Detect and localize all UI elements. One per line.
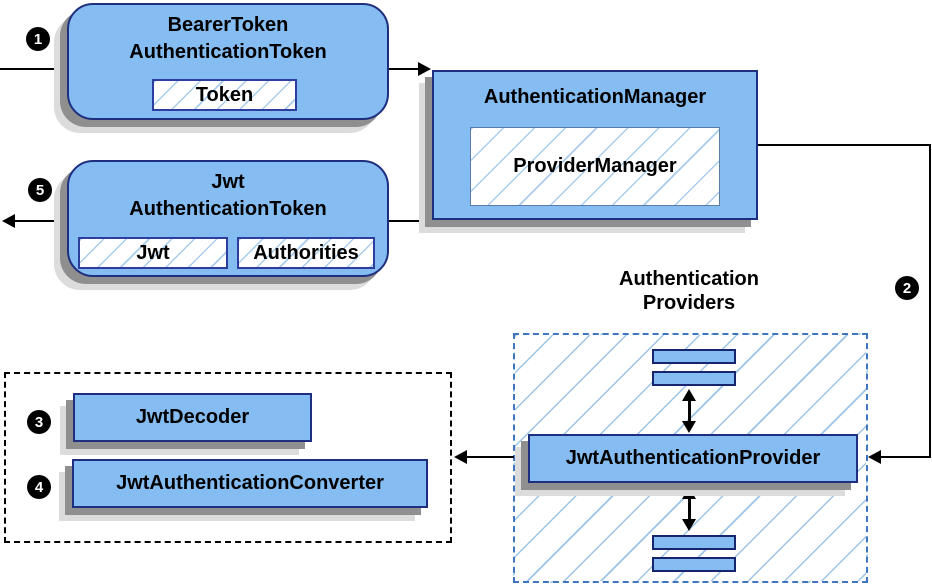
connector-incoming-line bbox=[0, 68, 67, 70]
provider-manager-slot: ProviderManager bbox=[470, 127, 720, 206]
bearer-token-authentication-token-node: BearerToken AuthenticationToken Token bbox=[67, 3, 389, 120]
decoder-converter-group bbox=[4, 372, 452, 543]
authentication-providers-label: Authentication Providers bbox=[589, 267, 789, 315]
arrowhead-to-manager-icon bbox=[418, 62, 431, 76]
bearer-token-title: BearerToken AuthenticationToken bbox=[69, 5, 387, 66]
jwt-authentication-converter-node: JwtAuthenticationConverter bbox=[72, 459, 428, 508]
token-slot: Token bbox=[152, 79, 297, 111]
arrowhead-to-decoder-group-icon bbox=[454, 450, 467, 464]
connector-outgoing-line bbox=[14, 220, 67, 222]
provider-rect-bottom-2 bbox=[652, 557, 736, 572]
connector-provider-to-decoder-line bbox=[467, 456, 514, 458]
connector-right-down-line bbox=[929, 144, 931, 458]
bearer-token-title-line1: BearerToken bbox=[167, 14, 289, 36]
jwt-authentication-token-node: Jwt AuthenticationToken Jwt Authorities bbox=[67, 160, 389, 277]
authentication-manager-title: AuthenticationManager bbox=[483, 86, 707, 108]
arrowhead-to-provider-icon bbox=[868, 450, 881, 464]
arrowhead-outgoing-icon bbox=[2, 214, 15, 228]
jwt-decoder-node: JwtDecoder bbox=[73, 393, 312, 442]
connector-to-provider-line bbox=[880, 456, 931, 458]
jwt-token-title: Jwt AuthenticationToken bbox=[69, 162, 387, 223]
provider-rect-top-1 bbox=[652, 349, 736, 364]
jwt-token-title-line1: Jwt bbox=[211, 171, 245, 193]
jwt-authentication-provider-node: JwtAuthenticationProvider bbox=[528, 434, 858, 483]
step-1-badge: 1 bbox=[26, 27, 50, 51]
step-5-badge: 5 bbox=[28, 178, 52, 202]
connector-bearer-to-manager-line bbox=[389, 68, 419, 70]
step-2-badge: 2 bbox=[895, 276, 919, 300]
connector-manager-right-line bbox=[758, 144, 931, 146]
provider-rect-top-2 bbox=[652, 371, 736, 386]
connector-manager-to-jwt-token-line bbox=[389, 220, 433, 222]
jwt-token-title-line2: AuthenticationToken bbox=[129, 198, 327, 220]
authentication-providers-label-line2: Providers bbox=[642, 292, 736, 314]
authorities-slot: Authorities bbox=[237, 237, 375, 269]
double-arrow-lower-shaft bbox=[688, 496, 691, 524]
double-arrow-lower-down-icon bbox=[682, 519, 696, 531]
double-arrow-upper-shaft bbox=[688, 398, 691, 426]
double-arrow-upper-up-icon bbox=[682, 389, 696, 401]
bearer-token-title-line2: AuthenticationToken bbox=[129, 41, 327, 63]
step-3-badge: 3 bbox=[27, 410, 51, 434]
authentication-providers-label-line1: Authentication bbox=[619, 268, 759, 290]
double-arrow-upper-down-icon bbox=[682, 421, 696, 433]
provider-rect-bottom-1 bbox=[652, 535, 736, 550]
authentication-manager-node: AuthenticationManager ProviderManager bbox=[432, 70, 758, 220]
step-4-badge: 4 bbox=[27, 475, 51, 499]
jwt-slot: Jwt bbox=[78, 237, 228, 269]
double-arrow-lower-up-icon bbox=[682, 487, 696, 499]
